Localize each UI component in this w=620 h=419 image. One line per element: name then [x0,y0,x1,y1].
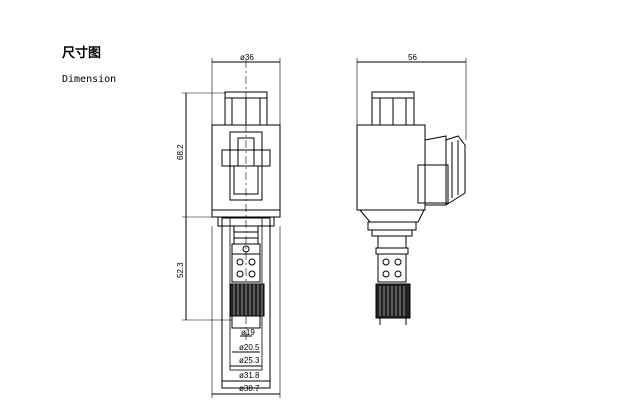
ports-section [231,253,261,283]
filter-screen [229,283,265,317]
dim-label-d19: ø19 [241,328,255,337]
page-title: 尺寸图 [62,46,102,61]
dim-label-d31-8: ø31.8 [239,371,260,380]
dim-label-d25-3: ø25.3 [239,356,260,365]
dim-label-d38-7: ø38.7 [239,384,260,393]
side-view: 56 [356,53,467,325]
page-subtitle: Dimension [62,74,117,85]
side-ports-section [377,253,407,283]
dim-label-body-height: 52.3 [176,262,185,278]
side-coil-body [356,124,426,211]
dim-label-top-side: 56 [408,53,417,62]
front-view: ø36 [176,53,281,398]
dim-label-top-front: ø36 [240,53,254,62]
side-connector [424,135,447,206]
dim-label-d20-5: ø20.5 [239,343,260,352]
dim-label-coil-height: 68.2 [176,144,185,160]
side-filter-screen [375,283,411,319]
